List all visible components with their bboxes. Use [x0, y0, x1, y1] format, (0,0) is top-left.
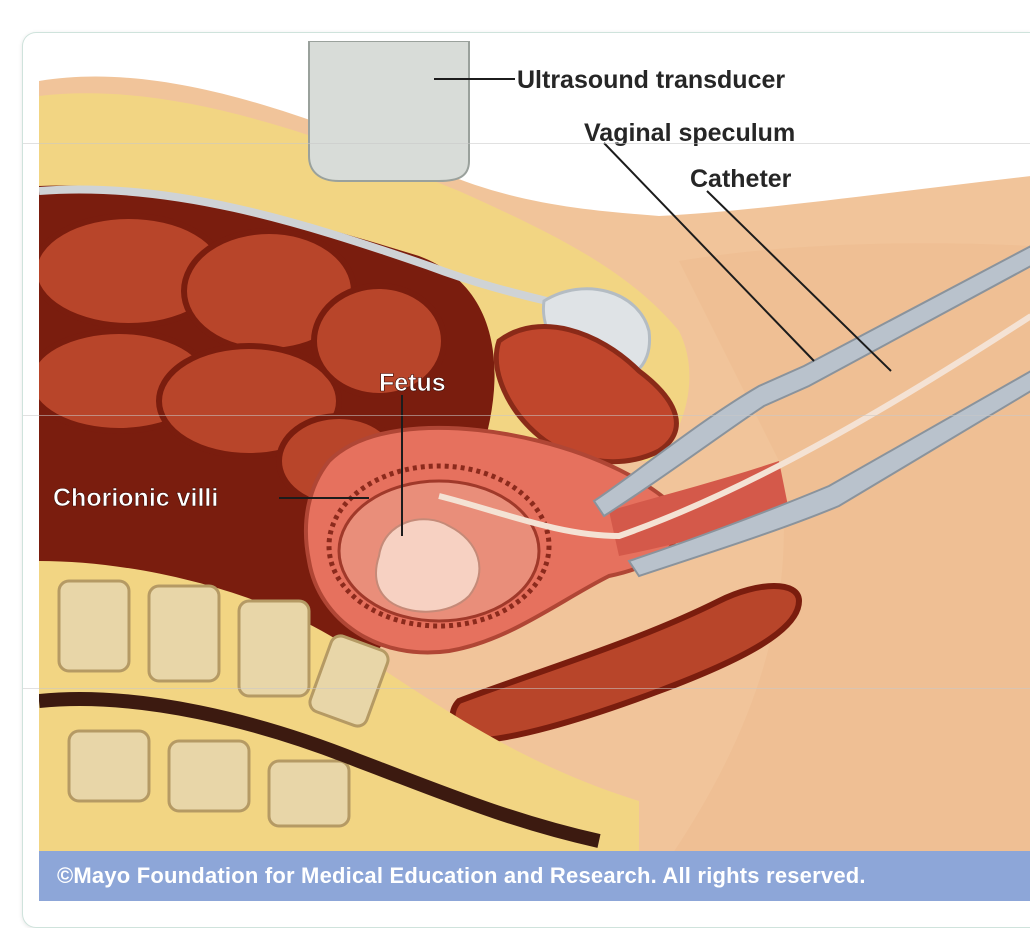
copyright-text: ©Mayo Foundation for Medical Education a…: [57, 863, 866, 889]
figure-card: Ultrasound transducer Vaginal speculum C…: [22, 32, 1030, 928]
anatomy-svg: Ultrasound transducer Vaginal speculum C…: [39, 41, 1030, 901]
label-chorionic-villi: Chorionic villi: [53, 484, 218, 512]
label-catheter: Catheter: [690, 165, 792, 193]
anatomy-illustration: Ultrasound transducer Vaginal speculum C…: [39, 41, 1030, 901]
copyright-bar: ©Mayo Foundation for Medical Education a…: [39, 851, 1030, 901]
divider-line: [23, 688, 1030, 689]
label-fetus: Fetus: [379, 369, 446, 397]
divider-line: [23, 143, 1030, 144]
label-ultrasound-transducer: Ultrasound transducer: [517, 66, 785, 94]
ultrasound-transducer-shape: [309, 41, 469, 181]
divider-line: [23, 415, 1030, 416]
